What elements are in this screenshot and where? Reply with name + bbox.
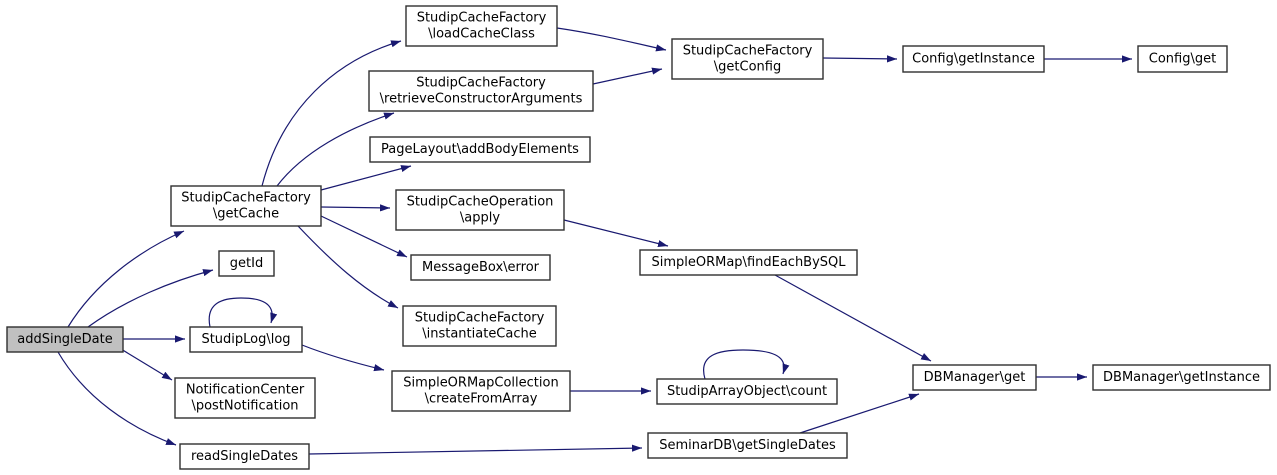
edge-getCache-to-instantiateCache bbox=[297, 225, 399, 309]
edge-apply-to-findEachBySQL bbox=[563, 219, 669, 248]
node-label: \loadCacheClass bbox=[428, 27, 535, 42]
node-box[interactable] bbox=[402, 305, 557, 347]
node-label: DBManager\getInstance bbox=[1103, 370, 1260, 385]
edge-count-to-count-self-loop bbox=[703, 349, 790, 380]
node-box[interactable] bbox=[912, 364, 1037, 391]
node-dbGet[interactable]: DBManager\get bbox=[912, 364, 1037, 391]
node-label: StudipCacheFactory bbox=[416, 76, 546, 91]
node-label: SeminarDB\getSingleDates bbox=[659, 438, 836, 453]
edge-readSingleDates-to-getSingleDates bbox=[308, 444, 643, 455]
node-label: \postNotification bbox=[191, 399, 298, 414]
node-box[interactable] bbox=[639, 249, 858, 276]
node-box[interactable] bbox=[395, 189, 565, 231]
node-label: StudipLog\log bbox=[201, 332, 290, 347]
node-label: \getConfig bbox=[714, 60, 781, 75]
node-label: PageLayout\addBodyElements bbox=[381, 142, 579, 157]
node-retrieveConstructorArguments[interactable]: StudipCacheFactory\retrieveConstructorAr… bbox=[368, 70, 594, 112]
node-addBodyElements[interactable]: PageLayout\addBodyElements bbox=[369, 136, 591, 163]
node-label: SimpleORMap\findEachBySQL bbox=[651, 255, 846, 270]
node-dbGetInstance[interactable]: DBManager\getInstance bbox=[1092, 364, 1271, 391]
node-getId[interactable]: getId bbox=[218, 250, 275, 277]
node-findEachBySQL[interactable]: SimpleORMap\findEachBySQL bbox=[639, 249, 858, 276]
edge-addSingleDate-to-readSingleDates bbox=[57, 351, 177, 446]
node-box[interactable] bbox=[671, 38, 824, 80]
node-label: NotificationCenter bbox=[186, 383, 305, 398]
node-label: StudipArrayObject\count bbox=[667, 384, 827, 399]
node-label: StudipCacheFactory bbox=[415, 311, 545, 326]
node-apply[interactable]: StudipCacheOperation\apply bbox=[395, 189, 565, 231]
edge-loadCacheClass-to-getConfig bbox=[556, 27, 667, 52]
node-label: getId bbox=[230, 256, 263, 271]
edge-getCache-to-loadCacheClass bbox=[261, 40, 402, 187]
node-box[interactable] bbox=[902, 45, 1045, 73]
node-label: addSingleDate bbox=[17, 332, 113, 347]
node-label: DBManager\get bbox=[924, 370, 1026, 385]
edge-addSingleDate-to-getId bbox=[87, 269, 214, 328]
edge-addSingleDate-to-getCache bbox=[67, 230, 185, 328]
node-getCache[interactable]: StudipCacheFactory\getCache bbox=[170, 185, 322, 227]
node-label: Config\getInstance bbox=[912, 52, 1035, 67]
node-label: StudipCacheFactory bbox=[417, 11, 547, 26]
node-box[interactable] bbox=[174, 377, 316, 419]
node-label: Config\get bbox=[1149, 52, 1216, 67]
edge-getSingleDates-to-dbGet bbox=[799, 393, 920, 434]
edge-getCache-to-addBodyElements bbox=[320, 165, 412, 191]
node-box[interactable] bbox=[189, 326, 303, 353]
node-box[interactable] bbox=[218, 250, 275, 277]
node-count[interactable]: StudipArrayObject\count bbox=[656, 378, 838, 405]
nodes-layer: addSingleDateStudipCacheFactory\getCache… bbox=[6, 5, 1271, 470]
node-instantiateCache[interactable]: StudipCacheFactory\instantiateCache bbox=[402, 305, 557, 347]
node-label: \apply bbox=[460, 211, 500, 226]
node-configGet[interactable]: Config\get bbox=[1137, 45, 1228, 73]
edge-getConfig-to-configGetInstance bbox=[822, 55, 898, 63]
node-box[interactable] bbox=[1137, 45, 1228, 73]
node-box[interactable] bbox=[368, 70, 594, 112]
node-box[interactable] bbox=[179, 443, 310, 470]
edge-addSingleDate-to-postNotification bbox=[120, 348, 173, 381]
node-configGetInstance[interactable]: Config\getInstance bbox=[902, 45, 1045, 73]
root-node-box[interactable] bbox=[6, 326, 124, 353]
node-label: \createFromArray bbox=[425, 392, 538, 407]
node-label: StudipCacheOperation bbox=[407, 195, 554, 210]
node-log[interactable]: StudipLog\log bbox=[189, 326, 303, 353]
node-box[interactable] bbox=[656, 378, 838, 405]
edge-log-to-log-self-loop bbox=[208, 297, 278, 328]
node-box[interactable] bbox=[410, 254, 551, 281]
node-label: \getCache bbox=[213, 207, 279, 222]
node-label: MessageBox\error bbox=[422, 260, 540, 275]
node-label: \instantiateCache bbox=[422, 327, 537, 342]
node-box[interactable] bbox=[1092, 364, 1271, 391]
edges-layer bbox=[57, 27, 1132, 455]
edge-findEachBySQL-to-dbGet bbox=[774, 274, 932, 362]
edge-getCache-to-apply bbox=[320, 204, 391, 212]
edge-log-to-createFromArray bbox=[301, 344, 385, 372]
node-createFromArray[interactable]: SimpleORMapCollection\createFromArray bbox=[391, 370, 571, 412]
node-label: readSingleDates bbox=[191, 449, 298, 464]
edge-retrieveConstructorArguments-to-getConfig bbox=[592, 67, 663, 85]
node-label: StudipCacheFactory bbox=[683, 44, 813, 59]
node-box[interactable] bbox=[647, 432, 848, 459]
node-addSingleDate[interactable]: addSingleDate bbox=[6, 326, 124, 353]
node-label: \retrieveConstructorArguments bbox=[380, 92, 583, 107]
node-error[interactable]: MessageBox\error bbox=[410, 254, 551, 281]
node-box[interactable] bbox=[170, 185, 322, 227]
node-label: StudipCacheFactory bbox=[181, 191, 311, 206]
node-box[interactable] bbox=[405, 5, 558, 47]
node-label: SimpleORMapCollection bbox=[403, 376, 558, 391]
edge-getCache-to-error bbox=[320, 215, 408, 258]
node-box[interactable] bbox=[391, 370, 571, 412]
edge-getCache-to-retrieveConstructorArguments bbox=[276, 112, 395, 187]
node-getSingleDates[interactable]: SeminarDB\getSingleDates bbox=[647, 432, 848, 459]
node-postNotification[interactable]: NotificationCenter\postNotification bbox=[174, 377, 316, 419]
node-getConfig[interactable]: StudipCacheFactory\getConfig bbox=[671, 38, 824, 80]
node-box[interactable] bbox=[369, 136, 591, 163]
node-readSingleDates[interactable]: readSingleDates bbox=[179, 443, 310, 470]
node-loadCacheClass[interactable]: StudipCacheFactory\loadCacheClass bbox=[405, 5, 558, 47]
